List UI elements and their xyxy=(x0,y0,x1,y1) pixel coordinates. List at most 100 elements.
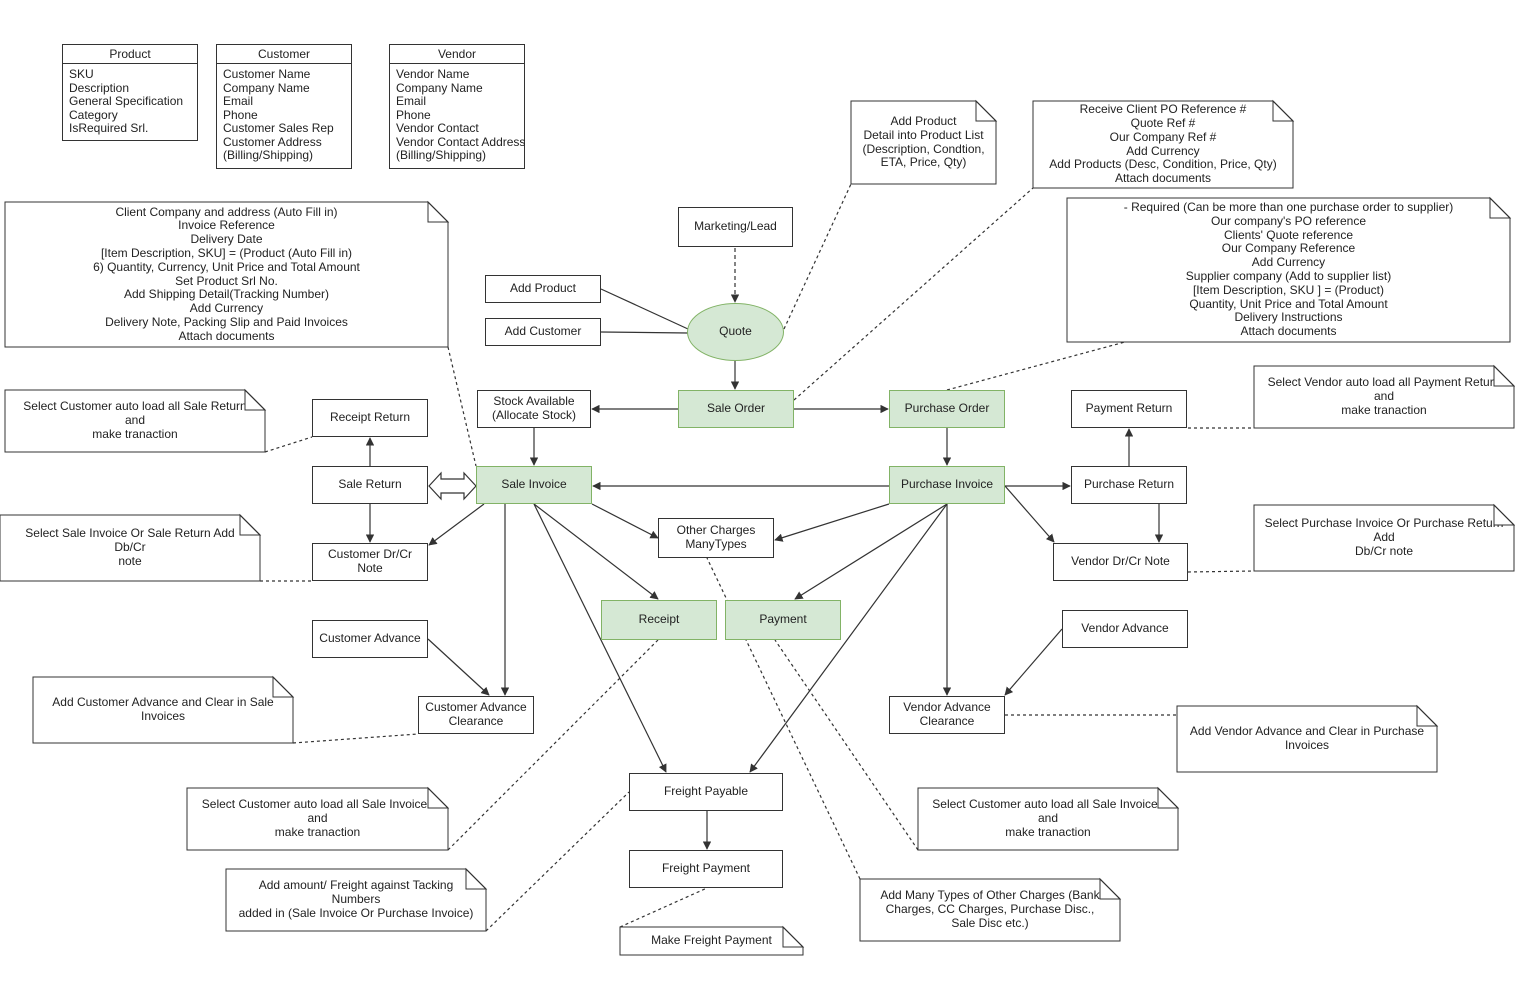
entity-field: (Billing/Shipping) xyxy=(223,148,314,162)
note-connector xyxy=(292,733,419,744)
note-sale-invoice-details: Client Company and address (Auto Fill in… xyxy=(5,202,448,347)
note-text: Add Customer Advance and Clear in Sale I… xyxy=(52,695,274,723)
freight-payable-node[interactable]: Freight Payable xyxy=(629,773,783,811)
stock-available-node[interactable]: Stock Available (Allocate Stock) xyxy=(477,390,591,428)
connector-arrow xyxy=(427,638,490,696)
node-label: Add Product xyxy=(509,281,577,296)
purchase-invoice-node[interactable]: Purchase Invoice xyxy=(889,466,1005,504)
note-text: Select Customer auto load all Sale Retur… xyxy=(23,399,247,441)
note-connector xyxy=(774,639,919,851)
receipt-return-node[interactable]: Receipt Return xyxy=(312,399,428,437)
note-connector xyxy=(264,436,313,453)
customer-advance-node[interactable]: Customer Advance xyxy=(312,620,428,658)
add-customer-node[interactable]: Add Customer xyxy=(485,318,601,346)
node-label: Customer Advance Clearance xyxy=(425,700,527,728)
note-text: Select Sale Invoice Or Sale Return Add D… xyxy=(25,526,235,568)
sale-return-node[interactable]: Sale Return xyxy=(312,466,428,504)
entity-field: General Specification xyxy=(69,94,184,108)
note-add-product-detail: Add Product Detail into Product List (De… xyxy=(851,101,996,184)
entity-fields: Customer Name Company Name Email Phone C… xyxy=(217,64,351,167)
freight-payment-node[interactable]: Freight Payment xyxy=(629,850,783,888)
purchase-return-node[interactable]: Purchase Return xyxy=(1071,466,1187,504)
entity-field: Company Name xyxy=(223,80,310,95)
note-select-purchase-invoice-dbcr: Select Purchase Invoice Or Purchase Retu… xyxy=(1254,505,1514,571)
note-add-customer-advance: Add Customer Advance and Clear in Sale I… xyxy=(33,677,293,743)
node-label: Freight Payable xyxy=(663,784,749,799)
note-connector xyxy=(447,346,477,467)
note-text: Select Customer auto load all Sale Invoi… xyxy=(201,797,434,839)
entity-product: Product SKU Description General Specific… xyxy=(62,44,198,141)
connector-arrow xyxy=(533,503,659,600)
entity-fields: SKU Description General Specification Ca… xyxy=(63,64,197,140)
entity-field: Vendor Contact xyxy=(396,121,479,135)
vendor-advance-node[interactable]: Vendor Advance xyxy=(1062,610,1188,648)
note-connector xyxy=(1187,570,1255,573)
purchase-order-node[interactable]: Purchase Order xyxy=(889,390,1005,428)
note-select-customer-sale-return: Select Customer auto load all Sale Retur… xyxy=(5,390,265,452)
note-text: Receive Client PO Reference # Quote Ref … xyxy=(1049,102,1277,186)
node-label: Customer Dr/Cr Note xyxy=(327,547,412,575)
sale-order-node[interactable]: Sale Order xyxy=(678,390,794,428)
entity-field: Email xyxy=(396,94,427,108)
node-label: Quote xyxy=(719,324,752,339)
customer-dr-cr-note-node[interactable]: Customer Dr/Cr Note xyxy=(312,543,428,581)
entity-field: Description xyxy=(69,80,130,95)
note-add-other-charges: Add Many Types of Other Charges (Bank Ch… xyxy=(860,879,1120,941)
entity-customer: Customer Customer Name Company Name Emai… xyxy=(216,44,352,169)
note-connector xyxy=(793,187,1034,401)
entity-field: Category xyxy=(69,107,118,122)
add-product-node[interactable]: Add Product xyxy=(485,275,601,303)
connector-arrow xyxy=(591,503,659,539)
node-label: Sale Order xyxy=(706,401,766,416)
customer-advance-clearance-node[interactable]: Customer Advance Clearance xyxy=(418,696,534,734)
entity-field: IsRequired Srl. xyxy=(69,121,149,135)
node-label: Sale Return xyxy=(338,477,402,492)
entity-field: Customer Sales Rep xyxy=(223,121,334,135)
entity-field: Customer Address xyxy=(223,134,322,149)
note-select-sale-invoice-dbcr: Select Sale Invoice Or Sale Return Add D… xyxy=(0,515,260,581)
sale-invoice-node[interactable]: Sale Invoice xyxy=(476,466,592,504)
connector-arrow xyxy=(774,503,890,542)
entity-field: Vendor Contact Address xyxy=(396,134,526,149)
double-arrow-connector xyxy=(428,471,477,501)
node-label: Marketing/Lead xyxy=(694,219,777,234)
entity-vendor: Vendor Vendor Name Company Name Email Ph… xyxy=(389,44,525,169)
entity-field: SKU xyxy=(69,67,94,81)
node-label: Add Customer xyxy=(504,324,582,339)
other-charges-node[interactable]: Other Charges ManyTypes xyxy=(658,518,774,558)
note-connector xyxy=(783,183,852,330)
marketing-lead-node[interactable]: Marketing/Lead xyxy=(678,207,793,247)
node-label: Purchase Return xyxy=(1083,477,1175,492)
vendor-dr-cr-note-node[interactable]: Vendor Dr/Cr Note xyxy=(1053,543,1188,581)
note-text: Add amount/ Freight against Tacking Numb… xyxy=(238,878,474,920)
payment-node[interactable]: Payment xyxy=(725,600,841,640)
node-label: Vendor Advance Clearance xyxy=(903,700,991,728)
node-label: Customer Advance xyxy=(319,631,421,646)
note-text: Select Vendor auto load all Payment Retu… xyxy=(1267,375,1501,417)
payment-return-node[interactable]: Payment Return xyxy=(1071,390,1187,428)
entity-field: Phone xyxy=(396,107,431,122)
connector-arrow xyxy=(1004,485,1055,543)
node-label: Payment xyxy=(759,612,807,627)
note-connector xyxy=(447,639,659,851)
note-text: Select Customer auto load all Sale Invoi… xyxy=(932,797,1164,839)
note-select-customer-sale-invoices: Select Customer auto load all Sale Invoi… xyxy=(187,788,448,850)
node-label: Purchase Invoice xyxy=(900,477,994,492)
node-label: Other Charges ManyTypes xyxy=(676,523,756,551)
note-connector xyxy=(485,791,630,932)
note-add-vendor-advance: Add Vendor Advance and Clear in Purchase… xyxy=(1177,706,1437,772)
entity-field: Phone xyxy=(223,107,258,122)
receipt-node[interactable]: Receipt xyxy=(601,600,717,640)
note-text: Client Company and address (Auto Fill in… xyxy=(93,204,360,343)
note-make-freight-payment: Make Freight Payment xyxy=(620,927,803,955)
entity-field: Email xyxy=(223,94,254,108)
node-label: Payment Return xyxy=(1085,401,1173,416)
node-label: Purchase Order xyxy=(904,401,990,416)
quote-node[interactable]: Quote xyxy=(687,303,784,361)
connector-line xyxy=(600,331,689,334)
entity-title: Vendor xyxy=(390,45,524,64)
connector-arrow xyxy=(794,503,948,600)
vendor-advance-clearance-node[interactable]: Vendor Advance Clearance xyxy=(889,696,1005,734)
note-connector xyxy=(946,341,1126,391)
